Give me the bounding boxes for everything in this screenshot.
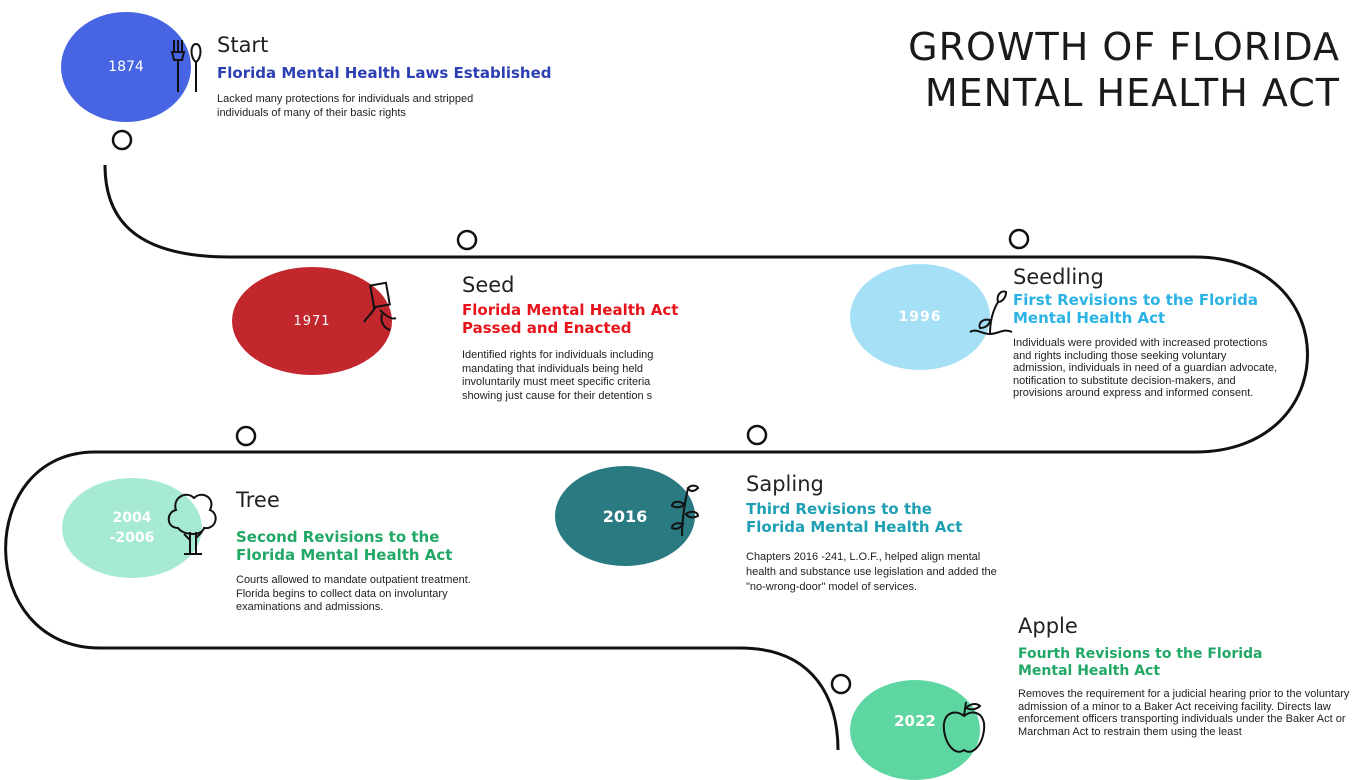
milestone-1874: Start Florida Mental Health Laws Establi… xyxy=(217,33,587,120)
milestone-headline: Second Revisions to the Florida Mental H… xyxy=(236,528,453,564)
milestone-description: Lacked many protections for individuals … xyxy=(217,93,474,119)
milestone-2004-2006: Tree Second Revisions to the Florida Men… xyxy=(236,488,496,615)
title-line-2: MENTAL HEALTH ACT xyxy=(924,71,1340,115)
milestone-headline: Third Revisions to the Florida Mental He… xyxy=(746,500,963,536)
year-label: 1996 xyxy=(898,309,942,325)
milestone-description: Courts allowed to mandate outpatient tre… xyxy=(236,574,471,613)
stage-label: Sapling xyxy=(746,472,824,496)
year-label: 2016 xyxy=(602,506,648,526)
year-label: 1971 xyxy=(293,313,331,329)
milestone-headline: Fourth Revisions to the Florida Mental H… xyxy=(1018,646,1263,679)
milestone-2022: Apple Fourth Revisions to the Florida Me… xyxy=(1018,614,1363,738)
milestone-2016: Sapling Third Revisions to the Florida M… xyxy=(746,472,1016,595)
milestone-description: Identified rights for individuals includ… xyxy=(462,349,654,402)
title-line-1: GROWTH OF FLORIDA xyxy=(908,25,1340,69)
year-oval-1874: 1874 xyxy=(61,12,191,122)
year-oval-2022: 2022 xyxy=(850,680,980,780)
milestone-1971: Seed Florida Mental Health Act Passed an… xyxy=(462,273,722,403)
year-oval-1996: 1996 xyxy=(850,264,990,370)
milestone-headline: First Revisions to the Florida Mental He… xyxy=(1013,291,1258,327)
stage-label: Start xyxy=(217,33,269,57)
milestone-description: Removes the requirement for a judicial h… xyxy=(1018,688,1350,738)
milestone-headline: Florida Mental Health Laws Established xyxy=(217,64,552,82)
garden-tools-icon xyxy=(170,40,202,92)
stage-label: Seed xyxy=(462,273,515,297)
apple-icon xyxy=(942,701,986,753)
page-title: GROWTH OF FLORIDA MENTAL HEALTH ACT xyxy=(860,24,1340,116)
waypoint-marker xyxy=(111,129,133,151)
waypoint-marker xyxy=(830,673,852,695)
road-path xyxy=(4,164,1309,751)
milestone-headline: Florida Mental Health Act Passed and Ena… xyxy=(462,301,679,337)
stage-label: Seedling xyxy=(1013,265,1104,289)
stage-label: Tree xyxy=(236,488,280,512)
year-label: 1874 xyxy=(108,59,144,75)
year-label: 2004 -2006 xyxy=(109,510,155,546)
milestone-description: Chapters 2016 -241, L.O.F., helped align… xyxy=(746,551,997,593)
year-label: 2022 xyxy=(894,712,936,730)
waypoint-marker xyxy=(746,424,768,446)
waypoint-marker xyxy=(1008,228,1030,250)
stage-label: Apple xyxy=(1018,614,1078,638)
tree-icon xyxy=(167,493,217,555)
milestone-1996: Seedling First Revisions to the Florida … xyxy=(1013,265,1303,400)
waypoint-marker xyxy=(456,229,478,251)
year-oval-2016: 2016 xyxy=(555,466,695,566)
seedling-icon xyxy=(969,290,1013,336)
milestone-description: Individuals were provided with increased… xyxy=(1013,337,1278,399)
waypoint-marker xyxy=(235,425,257,447)
seed-packet-icon xyxy=(363,281,397,331)
sapling-icon xyxy=(670,484,700,537)
